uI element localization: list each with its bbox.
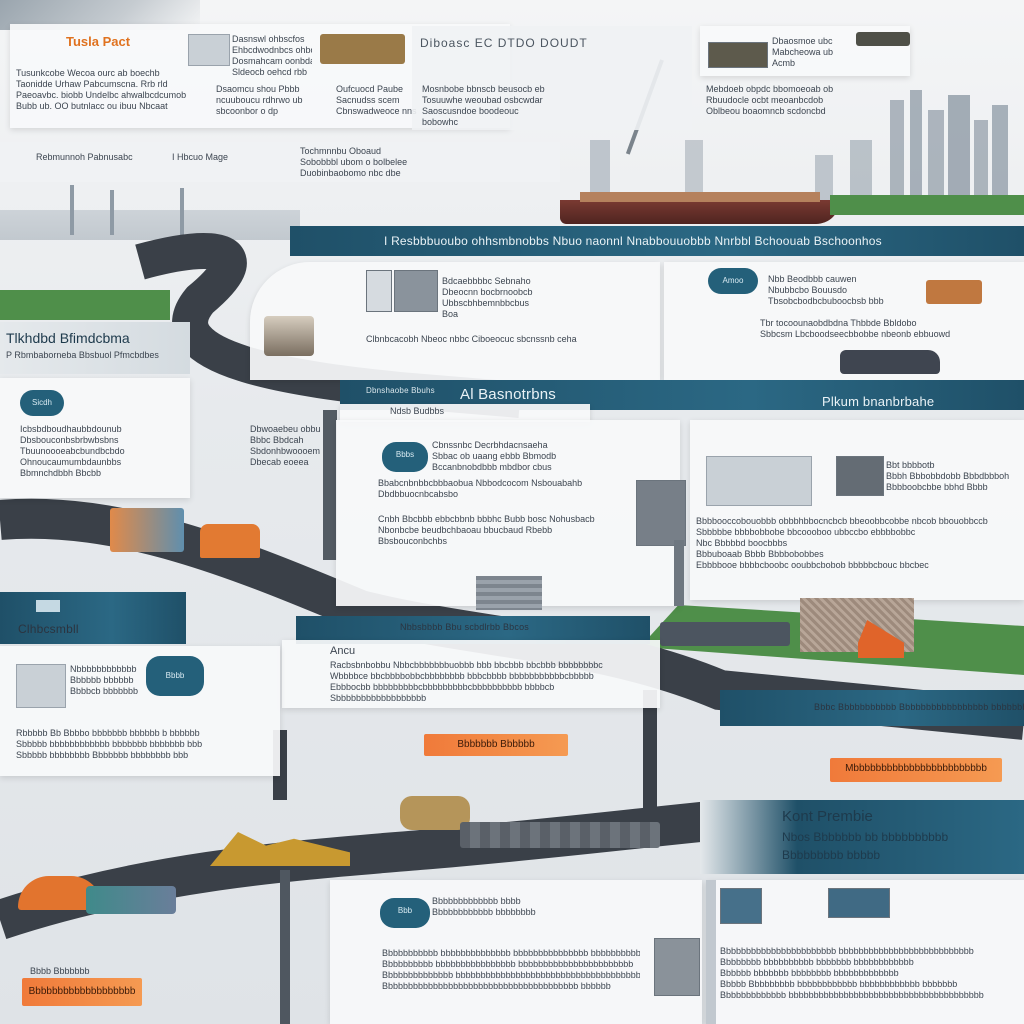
right-3-lines: Bbbbooccobouobbb obbbhbbocncbcb bbeoobbc…: [696, 516, 988, 570]
bottom-right-lines: Bbbbbbbbbbbbbbbbbbbbbbb bbbbbbbbbbbbbbbb…: [720, 946, 984, 1000]
top-col4: Oufcuocd Paube Sacnudss scem Cbnswadweoc…: [336, 84, 417, 116]
band-2-sub-panel: [340, 404, 590, 422]
band-3-mid-text: Nbbsbbbb Bbu scbdlrbb Bbcos: [400, 622, 529, 632]
left-4-text: Nbbbbbbbbbbbb Bbbbbb bbbbbb Bbbbcb bbbbb…: [70, 664, 139, 696]
side-title-sub: P Rbmbaborneba Bbsbuol Pfmcbdbes: [6, 350, 159, 360]
center-3-body: Cnbh Bbcbbb ebbcbbnb bbbhc Bubb bosc Noh…: [378, 514, 595, 546]
right-5-band: [700, 800, 1024, 874]
band-2-right: Plkum bnanbrbahe: [822, 394, 935, 409]
bottom-right-thumb-2: [828, 888, 890, 918]
right-panel-2-badge: Amoo: [708, 268, 758, 294]
bottom-badge: Bbb: [380, 898, 430, 928]
panel-2-caption: Clbnbcacobh Nbeoc nbbc Ciboeocuc sbcnssn…: [366, 334, 577, 344]
left-4-lines: Rbbbbb Bb Bbbbo bbbbbbb bbbbbb b bbbbbb …: [16, 728, 203, 760]
top-mid-panel: [412, 26, 692, 130]
train-cars: [660, 622, 790, 646]
right-4-band: [720, 690, 1024, 726]
strip-left: Rebmunnoh Pabnusabc: [36, 152, 133, 162]
mid-col-3-text: Dbwoaebeu obbuo Bbbc Bbdcah Sbdonhbwoooe…: [250, 424, 320, 467]
tug-boat: [264, 316, 314, 356]
band-3-left-text: Clhbcsmbll: [18, 622, 79, 636]
train-thumb: [856, 32, 910, 46]
band-3-mid: [296, 616, 650, 644]
band-2-sub: Ndsb Budbbs: [390, 406, 445, 416]
top-header-right: Diboasc EC DTDO DOUDT: [420, 36, 588, 50]
right-5-title: Kont Prembie: [782, 808, 873, 825]
bottom-mid-thumb: [654, 938, 700, 996]
bottom-orange-left: Bbbbbbbbbbbbbbbbbbb: [22, 978, 142, 1006]
center-3-badge: Bbbs: [382, 442, 428, 472]
left-4-thumb: [16, 664, 66, 708]
city-skyline: [560, 80, 1024, 200]
side-title: Tlkhdbd Bfimdcbma: [6, 330, 130, 346]
band-3-left: [0, 592, 186, 644]
pillar-left: [280, 870, 290, 1024]
center-3-head-more: Bbabcnbnbbcbbbaobua Nbbodcocom Nsbouabah…: [378, 478, 583, 499]
left-col-3-text: Icbsbdboudhaubbdounub Dbsbouconbsbrbwbsb…: [20, 424, 125, 478]
center-3-head: Cbnssnbc Decrbhdacnsaeha Sbbac ob uaang …: [432, 440, 557, 472]
right-panel-2-lines: Tbr tocoounaobdbdna Thbbde Bbldobo Sbbcs…: [760, 318, 951, 339]
pillar-right: [706, 880, 716, 1024]
top-col3: Dsaomcu shou Pbbb ncuuboucu rdhrwo ub sb…: [216, 84, 303, 116]
teal-truck: [86, 886, 176, 914]
panel-4-lines: Racbsbnbobbu Nbbcbbbbbbbuobbb bbb bbcbbb…: [330, 660, 603, 703]
panel-2: [250, 262, 660, 380]
panel-2-thumb-1: [366, 270, 392, 312]
building-blocks: [110, 508, 184, 552]
top-col2: Dasnswl ohbscfos Ehbcdwodnbcs ohbo Dosma…: [232, 34, 312, 77]
strip-mid: I Hbcuo Mage: [172, 152, 229, 162]
left-4-badge: Bbbb: [146, 656, 204, 696]
side-title-band: [0, 322, 190, 374]
stacked-containers: [476, 576, 542, 610]
left-col-3-badge: Sicdh: [20, 390, 64, 416]
truck-thumb: [320, 34, 405, 64]
storage-tank: [400, 796, 470, 830]
panel-2-thumb-2: [394, 270, 438, 312]
green-strip-top: [830, 195, 1024, 215]
top-col1: Tusunkcobe Wecoa ourc ab boechb Taonidde…: [16, 68, 187, 111]
panel-4-head: Ancu: [330, 645, 356, 657]
top-col5: Mosnbobe bbnscb beusocb eb Tosuuwhe weou…: [422, 84, 545, 127]
bottom-lines: Bbbbbbbbbbb bbbbbbbbbbbbbb bbbbbbbbbbbbb…: [382, 948, 640, 991]
center-3-pillar: [674, 540, 684, 606]
top-col7: Mebdoeb obpdc bbomoeoab ob Rbuudocle ocb…: [706, 84, 834, 116]
right-3-panel: [690, 420, 1024, 600]
cargo-ship: [560, 186, 840, 226]
right-3-thumb-2: [836, 456, 884, 496]
orange-silo: [200, 524, 260, 558]
band-1-text: I Resbbbuoubo ohhsmbnobbs Nbuo naonnl Nn…: [384, 234, 882, 248]
right-panel-2-text: Nbb Beodbbb cauwen Nbubbcbo Bouusdo Tbso…: [768, 274, 884, 306]
info-strip: [0, 142, 560, 182]
band-2-title: Al Basnotrbns: [460, 386, 556, 403]
right-3-thumb-1: [706, 456, 812, 506]
harbor-cranes: [0, 180, 300, 240]
machine-thumb-1: [188, 34, 230, 66]
orange-label-mid: Bbbbbbb Bbbbbb: [424, 734, 568, 756]
bottom-right-thumb: [720, 888, 762, 924]
pickup-truck: [840, 350, 940, 374]
right-4-band-text: Bbbc Bbbbbbbbbbb Bbbbbbbbbbbbbbbbb bbbbb…: [814, 702, 1024, 712]
bottom-left-label: Bbbb Bbbbbbb: [30, 966, 90, 976]
long-train: [460, 822, 660, 848]
panel-4: [282, 640, 660, 708]
right-5-sub-1: Nbos Bbbbbbb bb bbbbbbbbbb: [782, 830, 949, 844]
strip-right: Tochmnnbu Oboaud Sobobbbl ubom o bolbele…: [300, 146, 408, 178]
panel-2-text: Bdcaebbbbc Sebnaho Dbeocnn bocbrnoobcb U…: [442, 276, 533, 319]
bottom-head: Bbbbbbbbbbbbb bbbb Bbbbbbbbbbbb bbbbbbbb: [432, 896, 536, 917]
excavator-thumb: [926, 280, 982, 304]
band-2-label: Dbnshaobe Bbuhs: [366, 386, 435, 395]
top-logo: Tusla Pact: [66, 34, 131, 49]
right-4-orange: Mbbbbbbbbbbbbbbbbbbbbbbbb: [830, 758, 1002, 782]
center-3-side-thumb: [636, 480, 686, 546]
band-3-icon: [36, 600, 60, 612]
top-col6: Dbaosmoe ubc Mabcheowa ub Acmb: [772, 36, 834, 68]
right-3-text: Bbt bbbbotb Bbbh Bbbobbdobb Bbbdbbboh Bb…: [886, 460, 1010, 492]
conveyor-thumb: [708, 42, 768, 68]
right-5-sub-2: Bbbbbbbbb bbbbb: [782, 848, 881, 862]
band-1: I Resbbbuoubo ohhsmbnobbs Nbuo naonnl Nn…: [290, 226, 1024, 256]
green-strip-left: [0, 290, 170, 320]
